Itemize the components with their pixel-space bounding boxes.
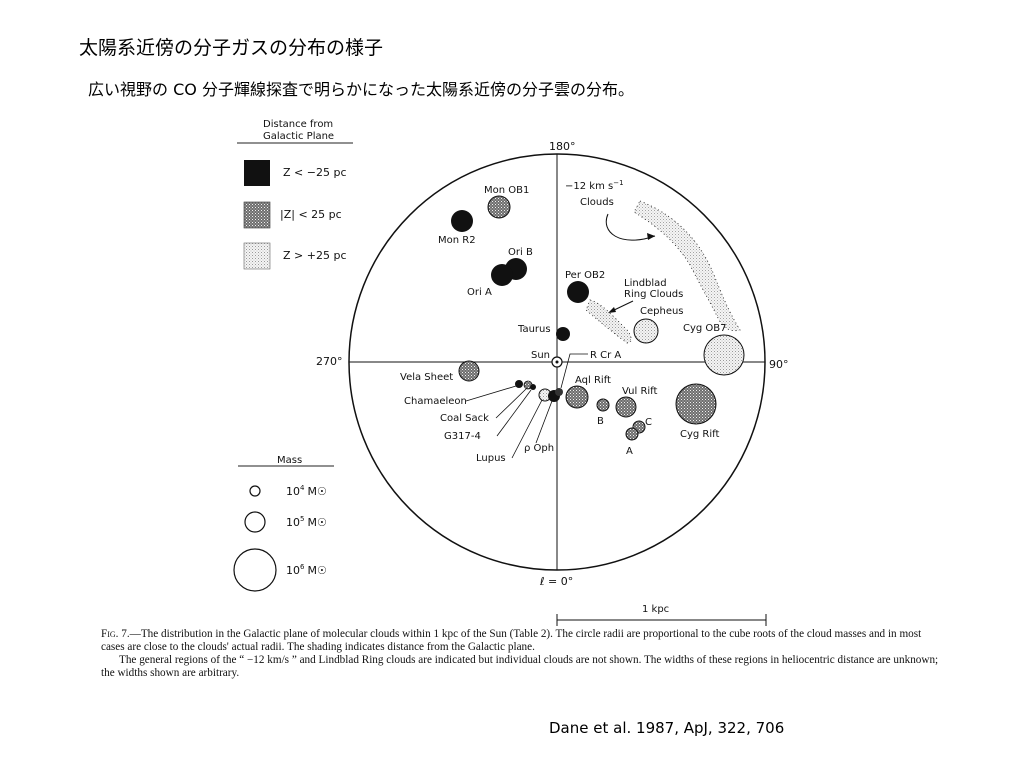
lindblad-region <box>585 299 632 344</box>
legend-label-below-plane: Z < −25 pc <box>283 166 347 179</box>
label-rho-oph: ρ Oph <box>524 443 554 454</box>
caption-para2: The general regions of the “ −12 km/s ” … <box>101 654 939 679</box>
label-vul-rift: Vul Rift <box>622 386 658 397</box>
minus12-label-clouds: Clouds <box>580 197 614 208</box>
label-vela-sheet: Vela Sheet <box>400 372 453 383</box>
cloud-mon-ob1 <box>487 195 511 219</box>
legend-swatch-below-plane <box>244 160 270 186</box>
minus12-arrow-head <box>647 233 655 240</box>
label-b: B <box>597 416 604 427</box>
caption-fig-label: Fig. 7. <box>101 628 130 640</box>
cloud-ori-a <box>491 264 513 286</box>
label-taurus: Taurus <box>517 324 551 335</box>
cloud-cepheus <box>633 318 659 344</box>
clouds <box>451 195 745 441</box>
label-mon-r2: Mon R2 <box>438 235 476 246</box>
cloud-a <box>625 427 639 441</box>
cloud-vul-rift <box>615 396 637 418</box>
cloud-r-cr-a <box>555 388 563 396</box>
label-chamaeleon: Chamaeleon <box>404 396 467 407</box>
label-ori-b: Ori B <box>508 247 533 258</box>
cloud-labels: Mon OB1 Mon R2 Ori B Ori A Per OB2 Tauru… <box>400 185 727 464</box>
label-g317-4: G317-4 <box>444 431 481 442</box>
label-per-ob2: Per OB2 <box>565 270 605 281</box>
figure-caption: Fig. 7.—The distribution in the Galactic… <box>101 628 941 680</box>
legend-label-near-plane: |Z| < 25 pc <box>280 208 342 221</box>
distance-legend: Distance from Galactic Plane Z < −25 pc … <box>237 119 353 270</box>
cloud-aql-rift <box>565 385 589 409</box>
scale-bar: 1 kpc <box>556 604 767 626</box>
label-cyg-ob7: Cyg OB7 <box>683 323 727 334</box>
cloud-taurus <box>556 327 570 341</box>
label-cyg-rift: Cyg Rift <box>680 429 719 440</box>
axis-label-90: 90° <box>769 358 789 371</box>
label-aql-rift: Aql Rift <box>575 375 611 386</box>
label-a: A <box>626 446 633 457</box>
minus12-region <box>633 200 741 332</box>
distance-legend-title-1: Distance from <box>263 119 333 130</box>
label-cepheus: Cepheus <box>640 306 684 317</box>
minus12-label: −12 km s−1 <box>565 179 624 192</box>
cloud-per-ob2 <box>567 281 589 303</box>
slide-subtitle: 広い視野の CO 分子輝線探査で明らかになった太陽系近傍の分子雲の分布。 <box>88 80 634 99</box>
label-mon-ob1: Mon OB1 <box>484 185 529 196</box>
label-c: C <box>645 417 652 428</box>
cloud-chamaeleon <box>515 380 523 388</box>
scale-bar-label: 1 kpc <box>642 604 669 615</box>
sun-marker <box>551 356 563 368</box>
axis-label-0: ℓ = 0° <box>539 575 573 588</box>
label-sun: Sun <box>531 350 550 361</box>
mass-legend-circle-1e5 <box>244 511 266 533</box>
distance-legend-title-2: Galactic Plane <box>263 131 334 142</box>
citation: Dane et al. 1987, ApJ, 322, 706 <box>549 719 785 737</box>
legend-swatch-above-plane <box>243 242 271 270</box>
mass-legend-circle-1e6 <box>233 548 277 592</box>
label-coal-sack: Coal Sack <box>440 413 489 424</box>
leader-lines <box>465 353 588 459</box>
cloud-b <box>596 398 610 412</box>
label-lupus: Lupus <box>476 453 506 464</box>
lindblad-label-2: Ring Clouds <box>624 289 683 300</box>
cloud-mon-r2 <box>451 210 473 232</box>
caption-para1: —The distribution in the Galactic plane … <box>101 628 922 653</box>
legend-swatch-near-plane <box>243 201 271 229</box>
minus12-arrow <box>605 213 656 241</box>
cloud-g317-4 <box>530 384 536 390</box>
slide-title: 太陽系近傍の分子ガスの分布の様子 <box>79 37 384 59</box>
axis-label-270: 270° <box>316 355 343 368</box>
axis-label-180: 180° <box>549 140 576 153</box>
mass-legend-circle-1e4 <box>249 485 261 497</box>
label-r-cr-a: R Cr A <box>590 350 621 361</box>
cloud-cyg-rift <box>675 383 717 425</box>
lindblad-arrow-head <box>608 307 616 313</box>
label-ori-a: Ori A <box>467 287 492 298</box>
lindblad-label-1: Lindblad <box>624 278 667 289</box>
cloud-cyg-ob7 <box>703 334 745 376</box>
mass-legend-title: Mass <box>277 455 302 466</box>
cloud-vela-sheet <box>458 360 480 382</box>
legend-label-above-plane: Z > +25 pc <box>283 249 347 262</box>
